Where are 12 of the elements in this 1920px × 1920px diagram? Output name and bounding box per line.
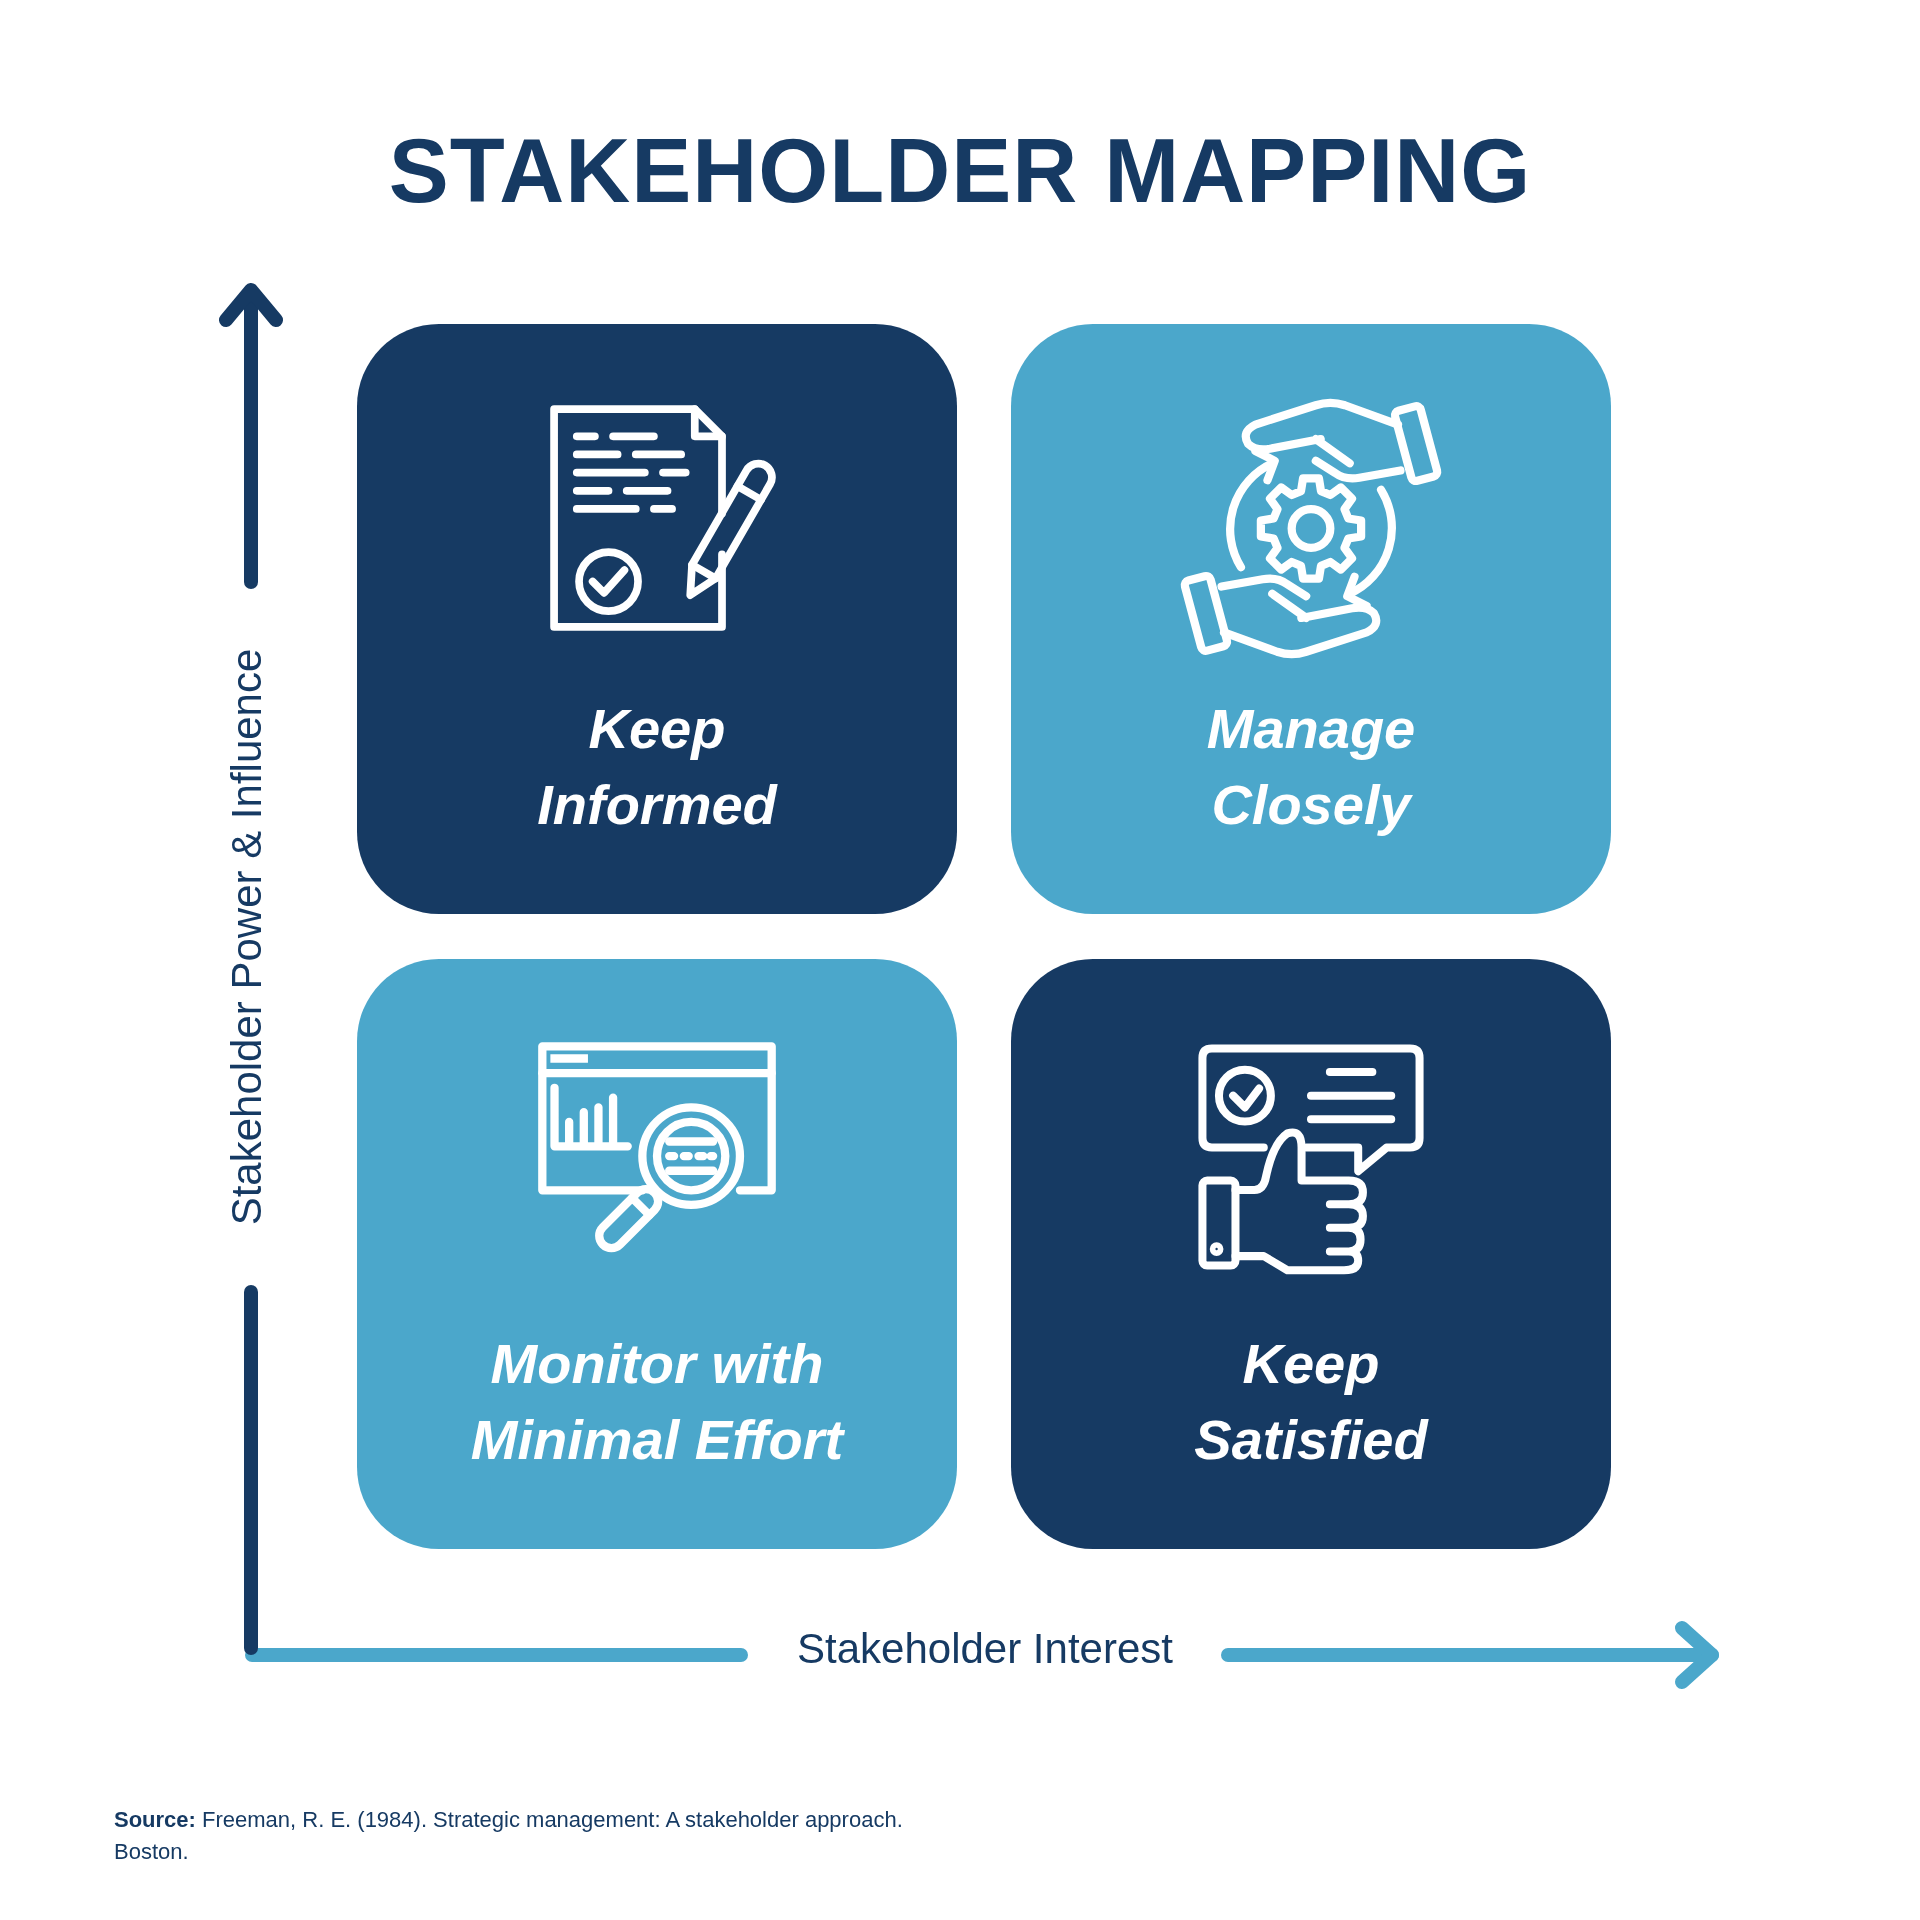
quadrant-card [1011, 959, 1611, 1549]
axis-label: Stakeholder Power & Influence [222, 648, 271, 1226]
source-note: Source: Freeman, R. E. (1984). Strategic management: A stakeholder approach. Boston. [114, 1806, 904, 1866]
quadrant-label: Keep Informed [536, 696, 779, 838]
quadrant-card [357, 959, 957, 1549]
quadrant-label: Keep Satisfied [1193, 1331, 1430, 1473]
quadrant-label: Monitor with Minimal Effort [469, 1331, 846, 1473]
quadrant-label: Manage Closely [1205, 696, 1417, 838]
diagram-title: STAKEHOLDER MAPPING [387, 120, 1533, 223]
quadrant-card [357, 324, 957, 914]
axis-label: Stakeholder Interest [797, 1624, 1173, 1674]
quadrant-card [1011, 324, 1611, 914]
